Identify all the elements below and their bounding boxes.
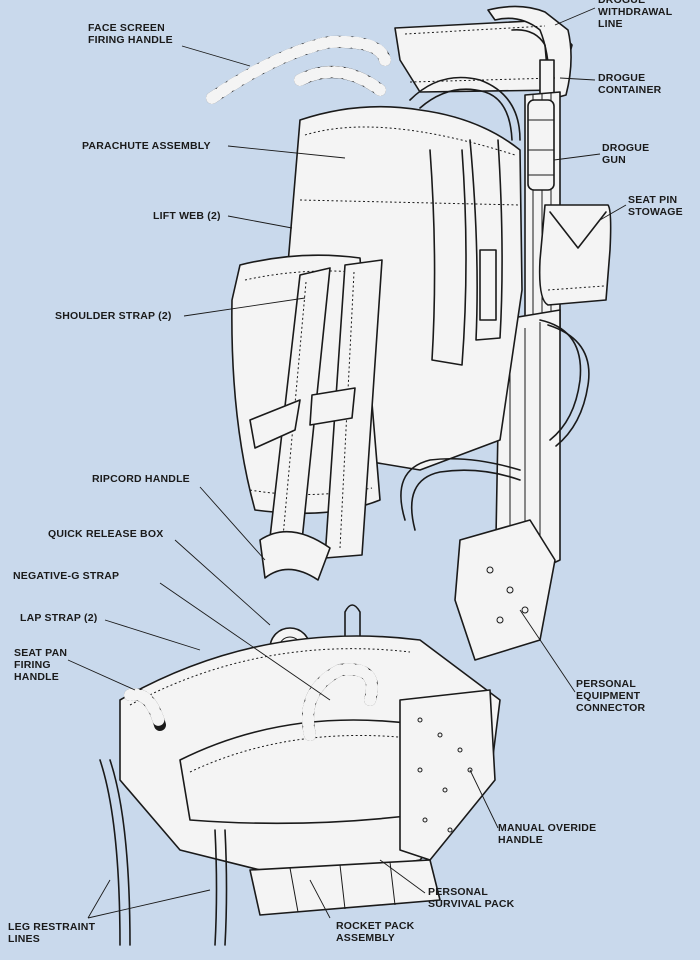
drogue-gun-part <box>527 99 555 191</box>
label-negative-g-strap: NEGATIVE-G STRAP <box>13 570 120 582</box>
label-drogue-withdrawal-line: DROGUE WITHDRAWAL LINE <box>598 0 673 30</box>
label-lap-strap: LAP STRAP (2) <box>20 612 98 624</box>
seat-pan-handle-stripes <box>124 663 378 741</box>
label-ripcord-handle: RIPCORD HANDLE <box>92 473 190 485</box>
cable-loom <box>400 76 590 531</box>
label-rocket-pack-assembly: ROCKET PACK ASSEMBLY <box>336 920 415 944</box>
leg-restraint-lines-part <box>99 759 228 946</box>
d-ring <box>344 604 361 661</box>
label-lift-web: LIFT WEB (2) <box>153 210 221 222</box>
label-drogue-container: DROGUE CONTAINER <box>598 72 662 96</box>
label-personal-survival-pack: PERSONAL SURVIVAL PACK <box>428 886 515 910</box>
label-face-screen-firing-handle: FACE SCREEN FIRING HANDLE <box>88 22 173 46</box>
headbox <box>394 5 573 101</box>
label-seat-pan-firing-handle: SEAT PAN FIRING HANDLE <box>14 647 68 683</box>
label-drogue-gun: DROGUE GUN <box>602 142 650 166</box>
label-leg-restraint-lines: LEG RESTRAINT LINES <box>8 921 96 945</box>
label-quick-release-box: QUICK RELEASE BOX <box>48 528 164 540</box>
seat-side-panel <box>399 689 496 861</box>
harness-straps <box>249 259 383 581</box>
label-parachute-assembly: PARACHUTE ASSEMBLY <box>82 140 211 152</box>
label-shoulder-strap: SHOULDER STRAP (2) <box>55 310 172 322</box>
leader-lines <box>67 7 627 919</box>
label-manual-override-handle: MANUAL OVERIDE HANDLE <box>498 822 597 846</box>
seat-pin-stowage-pouch <box>538 204 612 306</box>
face-screen-handle-stripes <box>206 35 391 104</box>
label-personal-equipment-connector: PERSONAL EQUIPMENT CONNECTOR <box>576 678 646 714</box>
personal-equipment-connector-part <box>454 519 556 661</box>
rocket-pack <box>249 859 441 916</box>
label-seat-pin-stowage: SEAT PIN STOWAGE <box>628 194 683 218</box>
